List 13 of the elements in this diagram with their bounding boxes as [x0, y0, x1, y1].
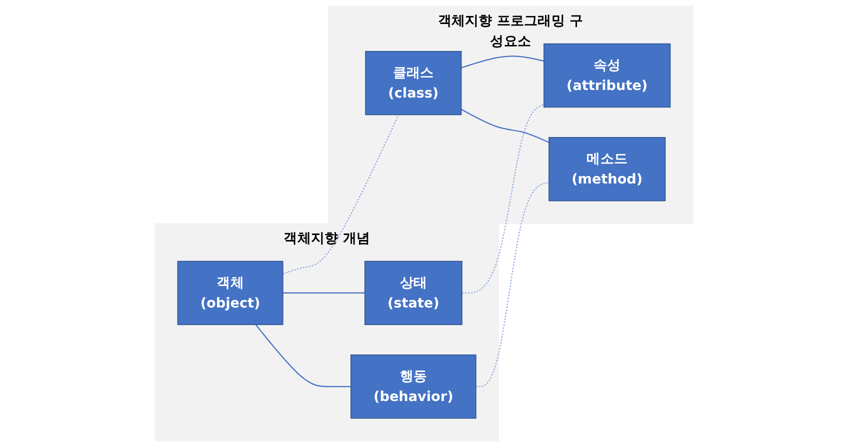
connector: [282, 292, 365, 294]
connector: [461, 108, 550, 144]
connector: [255, 324, 351, 388]
connector: [462, 104, 544, 294]
node-box: 상태 (state): [364, 260, 462, 326]
connector: [461, 56, 544, 68]
node-box: 속성 (attribute): [544, 43, 671, 108]
node-box: 행동 (behavior): [350, 354, 476, 419]
connector: [282, 114, 400, 274]
node-box: 객체 (object): [177, 260, 284, 326]
node-box: 메소드 (method): [548, 137, 666, 202]
connector: [476, 182, 550, 388]
node-box: 클래스 (class): [365, 50, 462, 116]
